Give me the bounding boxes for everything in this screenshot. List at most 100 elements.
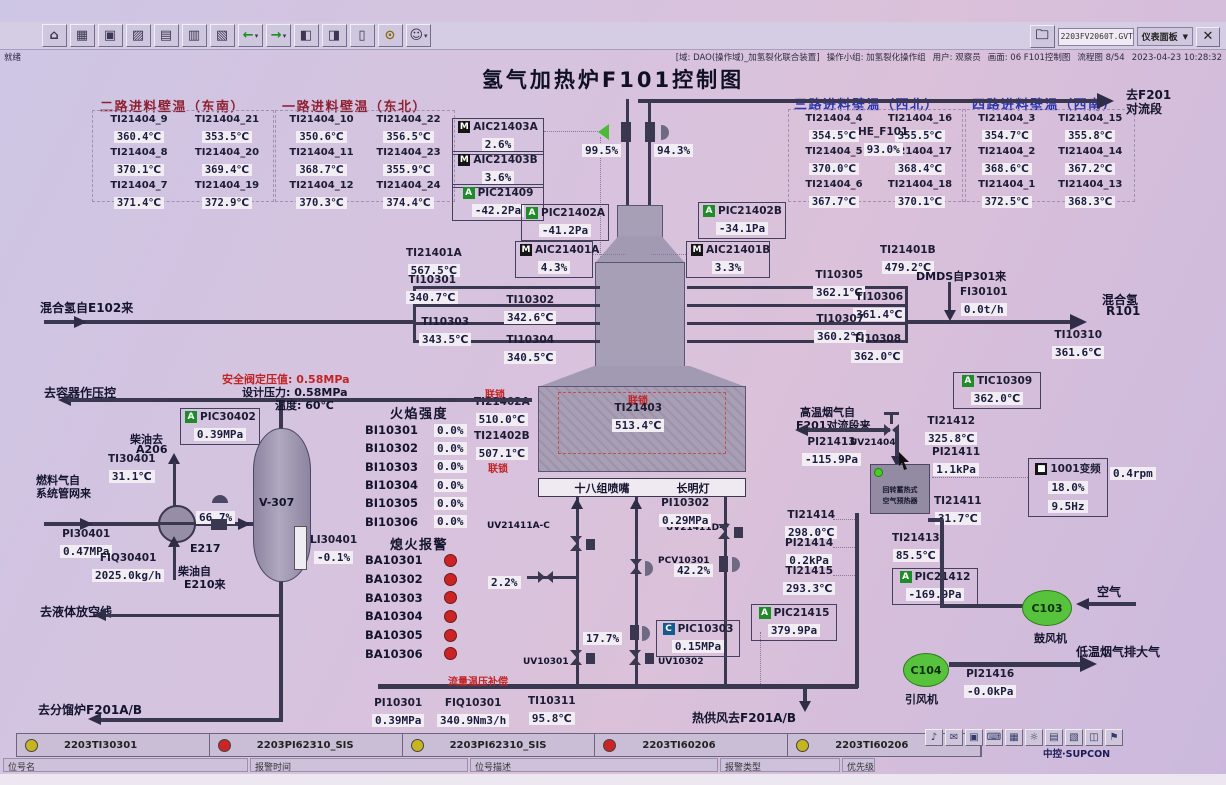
- alarm-cell[interactable]: 2203PI62310_SIS: [403, 734, 596, 756]
- book-icon[interactable]: ▯: [350, 24, 375, 47]
- screen-file-field[interactable]: 2203FV2060T.GVT: [1057, 27, 1134, 46]
- search-icon[interactable]: ⊙: [378, 24, 403, 47]
- alarm-cell[interactable]: 2203TI30301: [17, 734, 210, 756]
- instrument-valve-2-2[interactable]: 2.2%: [488, 571, 521, 590]
- report-icon[interactable]: ▤: [1045, 729, 1063, 746]
- close-button[interactable]: ✕: [1196, 26, 1220, 47]
- blower-c103[interactable]: C103: [1012, 584, 1072, 626]
- flameout-row[interactable]: BA10302: [365, 570, 457, 589]
- flag-icon[interactable]: ⚑: [1105, 729, 1123, 746]
- instrument-vfd-rpm[interactable]: 0.4rpm: [1110, 462, 1156, 481]
- flameout-row[interactable]: BA10305: [365, 626, 457, 645]
- damper[interactable]: [621, 122, 631, 142]
- instrument-pi21416[interactable]: PI21416-0.0kPa: [964, 668, 1017, 699]
- instrument-valve-42-2[interactable]: 42.2%: [674, 559, 714, 578]
- instrument-stack-damper-1[interactable]: 99.5%: [582, 139, 622, 158]
- forward-icon[interactable]: →▾: [266, 24, 291, 47]
- page-up-icon[interactable]: ◧: [294, 24, 319, 47]
- instrument-pic21412[interactable]: APIC21412-169.9Pa: [892, 568, 978, 605]
- exchanger-e217[interactable]: [151, 505, 203, 543]
- user-icon[interactable]: ☺▾: [406, 24, 431, 47]
- flameout-row[interactable]: BA10303: [365, 588, 457, 607]
- chart-icon[interactable]: ▧: [1065, 729, 1083, 746]
- valve-uv21411df[interactable]: [717, 524, 732, 539]
- group-display-icon[interactable]: ▤: [154, 24, 179, 47]
- message-icon[interactable]: ✉: [945, 729, 963, 746]
- flowsheet-icon[interactable]: ▨: [126, 24, 151, 47]
- faceplate-icon[interactable]: ▥: [182, 24, 207, 47]
- alarm-cell[interactable]: 2203PI62310_SIS: [210, 734, 403, 756]
- grid-icon[interactable]: ▦: [1005, 729, 1023, 746]
- instrument-stack-damper-2[interactable]: 94.3%: [654, 139, 694, 158]
- folder-icon[interactable]: 🗀: [1029, 25, 1055, 48]
- report-icon[interactable]: ▧: [210, 24, 235, 47]
- page-down-icon[interactable]: ◨: [322, 24, 347, 47]
- panel-dropdown[interactable]: 仪表面板▼: [1136, 27, 1193, 46]
- flameout-row[interactable]: BA10301: [365, 551, 457, 570]
- screen-icon[interactable]: ▣: [98, 24, 123, 47]
- lamp-icon[interactable]: ☼: [1025, 729, 1043, 746]
- flameout-row[interactable]: BA10304: [365, 607, 457, 626]
- keyboard-icon[interactable]: ⌨: [985, 729, 1003, 746]
- back-icon[interactable]: ←▾: [238, 24, 263, 47]
- window-icon[interactable]: ◫: [1085, 729, 1103, 746]
- damper[interactable]: [645, 122, 655, 142]
- overview-icon[interactable]: ▦: [70, 24, 95, 47]
